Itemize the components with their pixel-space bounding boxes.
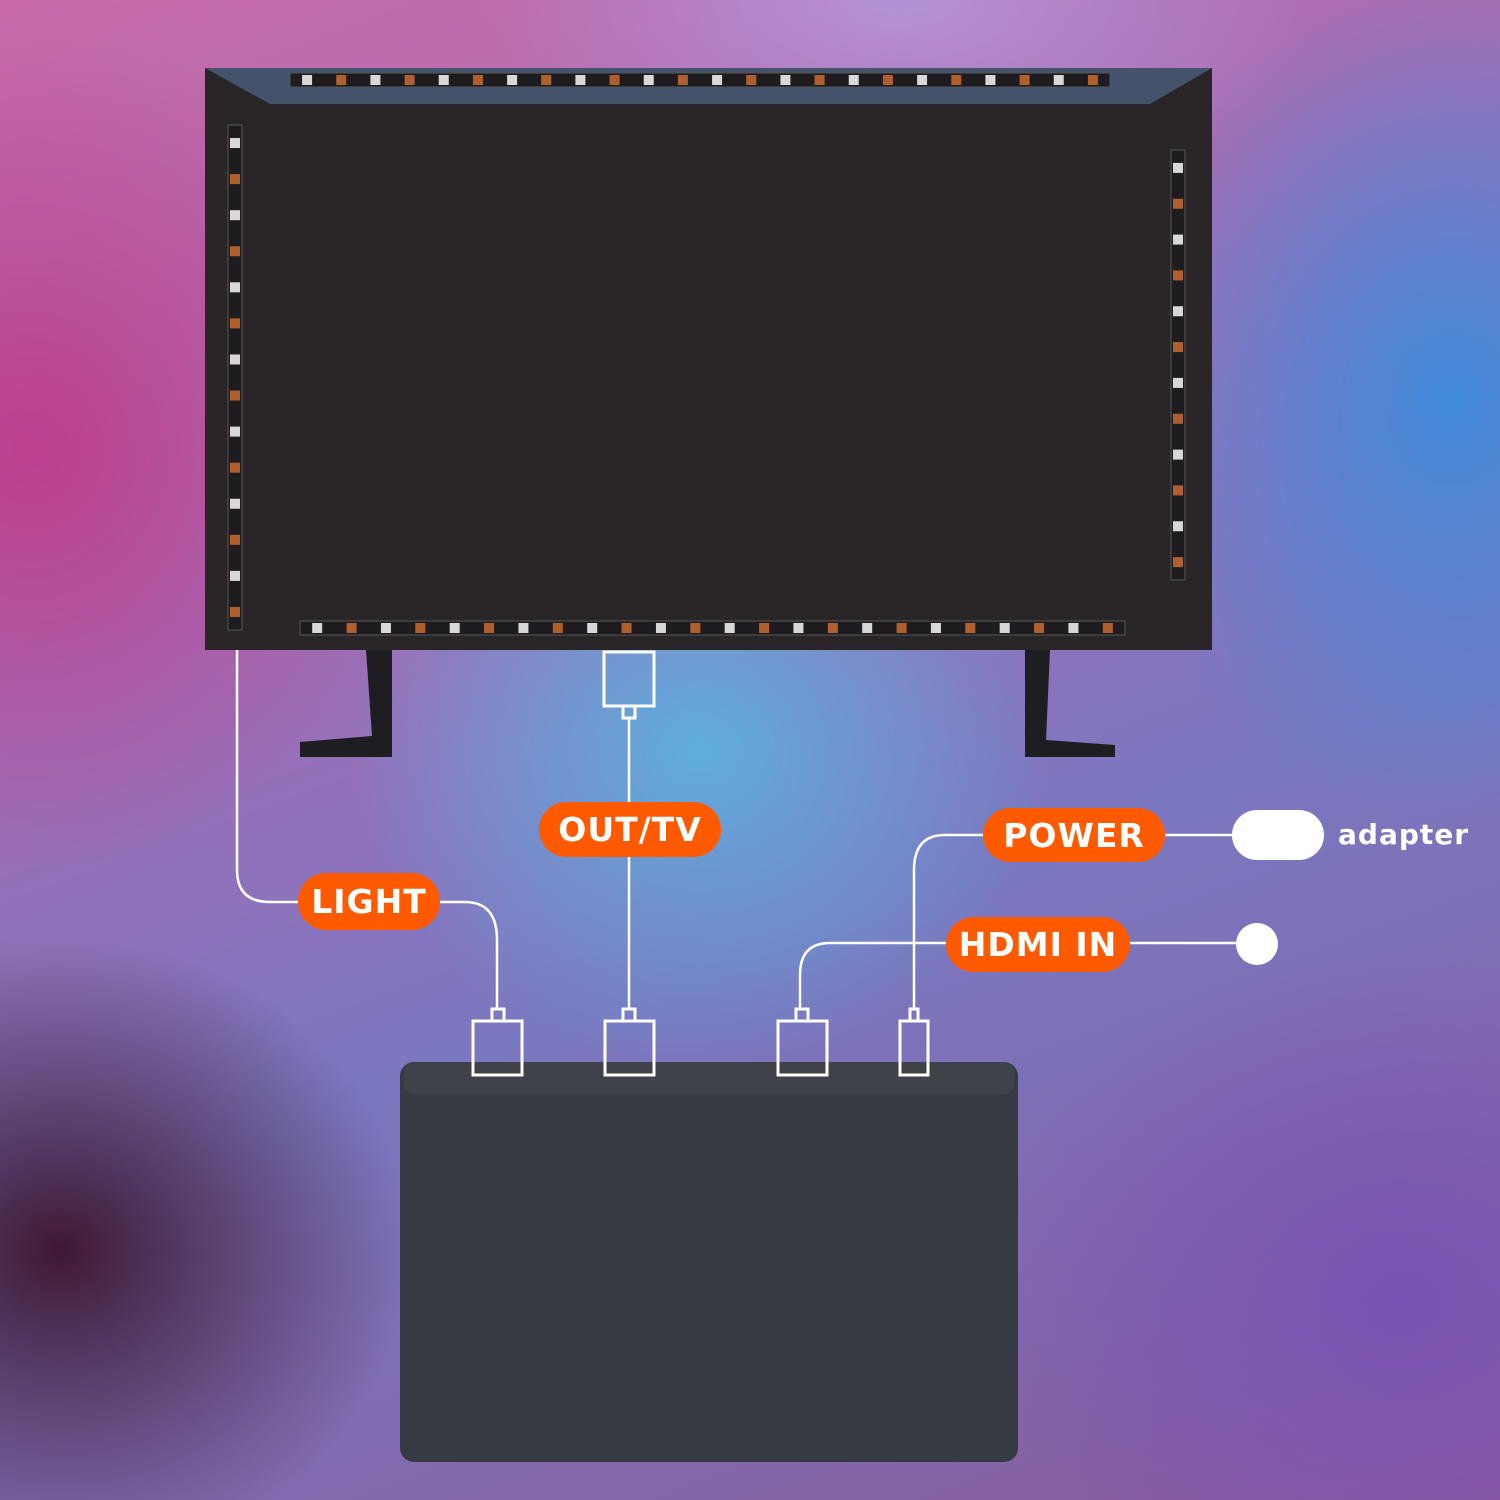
tv-hdmi-port-outline (602, 650, 656, 708)
led-chip (1173, 342, 1183, 353)
led-chip (814, 75, 825, 85)
led-chip (449, 623, 460, 633)
led-chip (575, 75, 586, 85)
hdmi-source-icon (1236, 923, 1278, 965)
led-chip (1173, 413, 1183, 424)
tv-stand-left (300, 650, 392, 757)
led-chip (1173, 270, 1183, 281)
led-chip (1173, 521, 1183, 532)
led-chip (438, 75, 449, 85)
led-chip (1087, 75, 1098, 85)
led-chip (1173, 377, 1183, 388)
led-chip (346, 623, 357, 633)
led-chip (951, 75, 962, 85)
led-chip (1173, 198, 1183, 209)
led-chip (230, 138, 240, 149)
led-chip (746, 75, 757, 85)
led-chip (1173, 449, 1183, 460)
led-chip (712, 75, 723, 85)
led-chip (609, 75, 620, 85)
cables (235, 650, 1240, 1009)
led-chip (404, 75, 415, 85)
led-chip (999, 623, 1010, 633)
led-chip (380, 623, 391, 633)
led-chip (848, 75, 859, 85)
led-chip (1053, 75, 1064, 85)
hdmi-in-label: HDMI IN (946, 917, 1130, 972)
controller-box (400, 1062, 1018, 1462)
led-chip (621, 623, 632, 633)
led-chip (230, 462, 240, 473)
led-chip (780, 75, 791, 85)
led-chip (415, 623, 426, 633)
led-chip (472, 75, 483, 85)
led-chip (230, 426, 240, 437)
power-label: POWER (983, 808, 1165, 862)
tv-port-plug (621, 704, 637, 720)
led-chip (793, 623, 804, 633)
led-chip (690, 623, 701, 633)
led-chip (1173, 485, 1183, 496)
led-chip (827, 623, 838, 633)
led-strip-bottom (299, 620, 1126, 636)
led-chip (724, 623, 735, 633)
led-chip (230, 534, 240, 545)
led-chip (230, 246, 240, 257)
controller-box-top (404, 1062, 1014, 1094)
led-chip (302, 75, 313, 85)
led-chip (862, 623, 873, 633)
led-chip (370, 75, 381, 85)
led-chip (896, 623, 907, 633)
led-chip (230, 282, 240, 293)
led-chip (1173, 306, 1183, 317)
led-chip (759, 623, 770, 633)
led-chip (230, 498, 240, 509)
light-label: LIGHT (298, 873, 440, 930)
led-chip (1173, 234, 1183, 245)
led-chip (518, 623, 529, 633)
led-chip (882, 75, 893, 85)
led-chip (677, 75, 688, 85)
led-chip (507, 75, 518, 85)
led-strip-top (289, 72, 1111, 88)
led-chip (965, 623, 976, 633)
out-tv-label: OUT/TV (539, 802, 721, 857)
tv-stand-right (1025, 650, 1115, 757)
led-chip (230, 318, 240, 329)
led-chip (336, 75, 347, 85)
led-strip-right (1170, 149, 1186, 581)
led-chip (1034, 623, 1045, 633)
tv-screen (205, 68, 1212, 650)
led-chip (484, 623, 495, 633)
led-chip (230, 354, 240, 365)
led-chip (541, 75, 552, 85)
led-chip (1102, 623, 1113, 633)
led-strips (227, 72, 1186, 636)
adapter-plug-icon (1232, 810, 1324, 860)
led-chip (917, 75, 928, 85)
led-chip (587, 623, 598, 633)
led-chip (230, 174, 240, 185)
led-chip (230, 210, 240, 221)
led-chip (985, 75, 996, 85)
led-chip (230, 390, 240, 401)
led-chip (312, 623, 323, 633)
led-chip (230, 570, 240, 581)
led-chip (655, 623, 666, 633)
led-chip (930, 623, 941, 633)
led-chip (1173, 162, 1183, 173)
led-chip (1019, 75, 1030, 85)
led-chip (552, 623, 563, 633)
led-chip (643, 75, 654, 85)
led-strip-left (227, 124, 243, 631)
led-chip (230, 606, 240, 617)
led-chip (1173, 557, 1183, 568)
adapter-label: adapter (1338, 818, 1470, 851)
led-chip (1068, 623, 1079, 633)
